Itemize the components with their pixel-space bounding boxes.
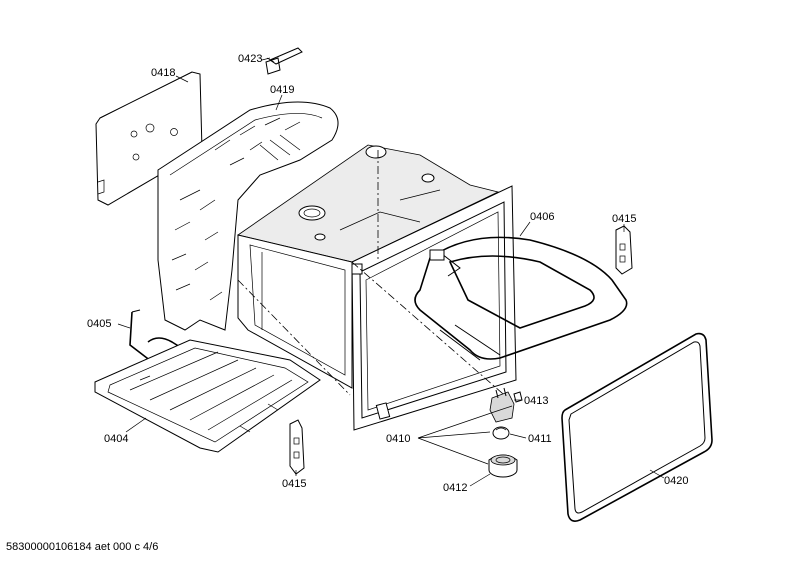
label-0419: 0419 <box>270 84 294 96</box>
part-0411-lamp <box>492 426 510 440</box>
label-0423: 0423 <box>238 53 262 65</box>
part-0423-clip <box>261 47 303 75</box>
label-0415-top: 0415 <box>612 213 636 225</box>
label-0405: 0405 <box>87 318 111 330</box>
label-0412: 0412 <box>443 482 467 494</box>
label-0418: 0418 <box>151 67 175 79</box>
assembly-axis-lines <box>237 150 511 401</box>
oven-cavity <box>237 144 517 431</box>
document-id: 58300000106184 aet 000 c 4/6 <box>6 541 159 553</box>
part-0420-door-seal <box>561 332 713 522</box>
part-0404-bottom-plate <box>94 339 321 453</box>
label-0420: 0420 <box>664 475 688 487</box>
label-0411: 0411 <box>528 433 552 445</box>
label-0415-bottom: 0415 <box>282 478 306 490</box>
part-0419-insulation <box>157 101 339 331</box>
part-0418-back-panel <box>95 71 203 206</box>
leader-lines <box>117 57 665 487</box>
part-0412-lamp-cover <box>488 454 518 478</box>
part-0406-grill-element <box>414 236 628 361</box>
part-0415-top-rail <box>615 225 633 275</box>
label-0406: 0406 <box>530 211 554 223</box>
part-0415-bottom-rail <box>289 419 305 475</box>
label-0413: 0413 <box>524 395 548 407</box>
label-0410: 0410 <box>386 433 410 445</box>
part-0413-lamp-socket <box>489 387 523 423</box>
label-0404: 0404 <box>104 433 128 445</box>
